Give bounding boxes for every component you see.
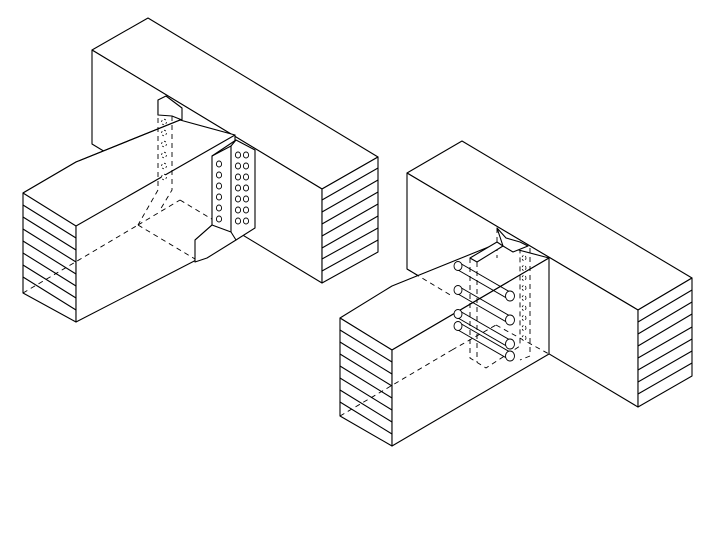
- dowel: [453, 309, 515, 350]
- left-hidden-edges: [22, 199, 236, 294]
- left-main-beam-lamination-lines: [321, 167, 379, 272]
- left-secondary-beam: [22, 119, 236, 323]
- right-dowels: [453, 261, 515, 362]
- right-joint-assembly: [339, 140, 693, 447]
- right-concealed-plate: [469, 227, 531, 369]
- left-hanger-front-holes: [215, 151, 250, 225]
- right-main-beam-lamination-lines: [637, 289, 693, 395]
- left-secondary-beam-lamination-lines: [22, 204, 77, 311]
- left-joint-assembly: [22, 17, 379, 323]
- dowel: [453, 261, 515, 302]
- right-plate-holes: [521, 254, 527, 341]
- left-hanger-back-holes: [161, 118, 167, 181]
- left-hanger-front-flange: [194, 139, 256, 263]
- dowel: [453, 285, 515, 326]
- dowel: [453, 321, 515, 362]
- right-secondary-beam-side-face: [391, 257, 550, 447]
- right-secondary-beam: [339, 243, 550, 447]
- left-hanger-back-flange: [137, 95, 183, 226]
- right-secondary-beam-lamination-lines: [339, 329, 393, 435]
